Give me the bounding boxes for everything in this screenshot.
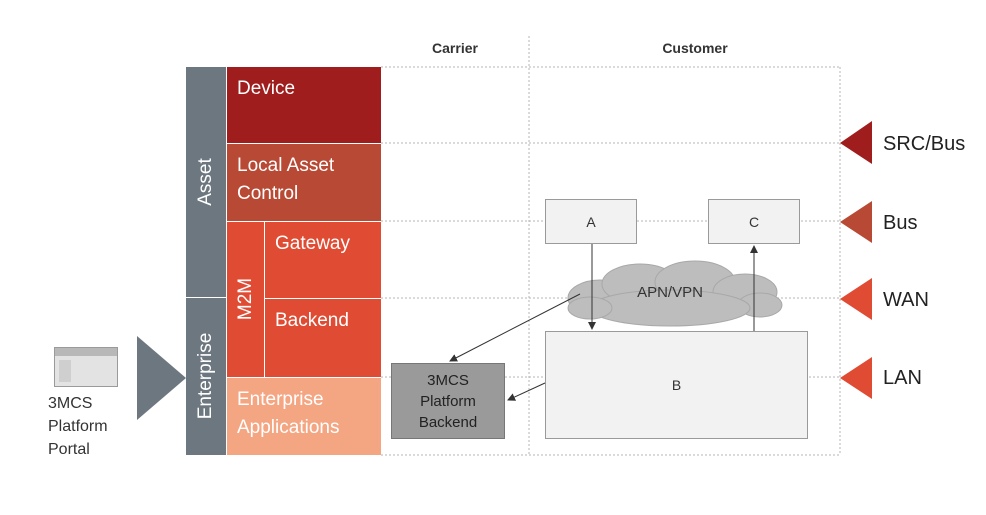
portal-label-line-3: Portal xyxy=(48,441,90,458)
local-asset-control-line-1: Local Asset xyxy=(237,155,335,176)
portal-label-line-2: Platform xyxy=(48,418,108,435)
portal-window-sidebar xyxy=(59,360,71,382)
customer-column-header: Customer xyxy=(662,40,728,56)
m2m-divider xyxy=(264,222,265,377)
interface-bus: Bus xyxy=(883,212,918,234)
carrier-column-header: Carrier xyxy=(432,40,478,56)
interface-src-bus: SRC/Bus xyxy=(883,133,966,155)
device-layer: Device xyxy=(227,67,381,143)
enterprise-bar xyxy=(186,298,226,455)
node-a: A xyxy=(545,199,637,244)
platform-backend-line-2: Platform xyxy=(420,392,476,410)
backend-layer: Backend xyxy=(265,299,381,377)
enterprise-applications-layer: Enterprise Applications xyxy=(227,378,381,455)
asset-bar xyxy=(186,67,226,297)
platform-backend-node: 3MCS Platform Backend xyxy=(391,363,505,439)
bus-arrow-icon xyxy=(840,201,872,243)
cloud-label: APN/VPN xyxy=(637,284,703,301)
arrow-b-to-backend xyxy=(507,382,546,401)
portal-window-titlebar xyxy=(55,348,117,356)
portal-label: 3MCS Platform Portal xyxy=(48,392,108,461)
m2m-bar xyxy=(227,222,264,377)
src-bus-arrow-icon xyxy=(840,121,872,164)
portal-window-icon xyxy=(54,347,118,387)
enterprise-applications-line-1: Enterprise xyxy=(237,389,324,410)
local-asset-control-line-2: Control xyxy=(237,183,299,204)
portal-arrow-icon xyxy=(137,336,186,420)
enterprise-applications-line-2: Applications xyxy=(237,417,340,438)
arrow-cloud-to-backend xyxy=(449,293,581,362)
platform-backend-line-1: 3MCS xyxy=(427,371,469,389)
portal-label-line-1: 3MCS xyxy=(48,395,93,412)
node-c: C xyxy=(708,199,800,244)
wan-arrow-icon xyxy=(840,278,872,320)
node-b: B xyxy=(545,331,808,439)
gateway-layer: Gateway xyxy=(265,222,381,298)
apn-vpn-cloud-icon xyxy=(567,260,783,327)
local-asset-control-layer: Local Asset Control xyxy=(227,144,381,221)
interface-lan: LAN xyxy=(883,367,922,389)
platform-backend-line-3: Backend xyxy=(418,413,478,431)
lan-arrow-icon xyxy=(840,357,872,399)
interface-wan: WAN xyxy=(883,289,929,311)
